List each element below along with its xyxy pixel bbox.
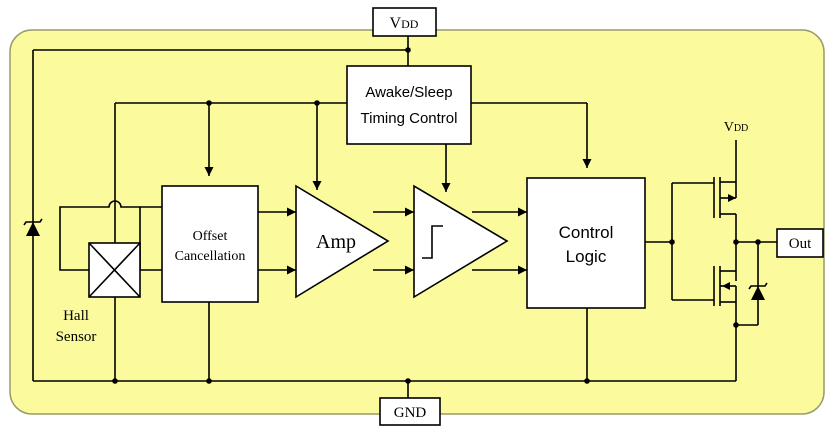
out-pin-label: Out <box>789 236 812 252</box>
timing-control-block: Awake/Sleep Timing Control <box>346 65 472 145</box>
gnd-pin-label: GND <box>394 405 427 421</box>
timing-line1: Awake/Sleep <box>365 84 452 101</box>
offset-line2: Cancellation <box>175 249 246 264</box>
control-line1: Control <box>559 223 614 242</box>
out-pin: Out <box>776 228 824 258</box>
amp-label: Amp <box>316 231 356 253</box>
control-logic-block: Control Logic <box>526 177 646 309</box>
hall-label-line1: Hall <box>63 308 89 324</box>
timing-line2: Timing Control <box>361 110 458 127</box>
junction-dots <box>112 47 761 384</box>
offset-cancellation-block: Offset Cancellation <box>161 185 259 303</box>
zener-diode-icon <box>23 214 43 240</box>
hysteresis-step-icon <box>422 225 443 259</box>
control-line2: Logic <box>566 247 607 266</box>
comparator-block <box>413 184 509 299</box>
amp-block: Amp <box>295 184 390 299</box>
mosfet-icon <box>722 194 736 290</box>
hall-label-line2: Sensor <box>56 329 97 345</box>
offset-line1: Offset <box>193 229 228 244</box>
gnd-pin: GND <box>379 397 441 426</box>
vdd-internal-label: VDD <box>724 120 749 135</box>
wires <box>32 36 777 398</box>
output-zener-diode-icon <box>748 280 768 306</box>
vdd-pin-label: VDD <box>390 15 419 32</box>
vdd-pin: VDD <box>372 7 437 37</box>
hall-sensor-cross-icon <box>88 242 141 298</box>
